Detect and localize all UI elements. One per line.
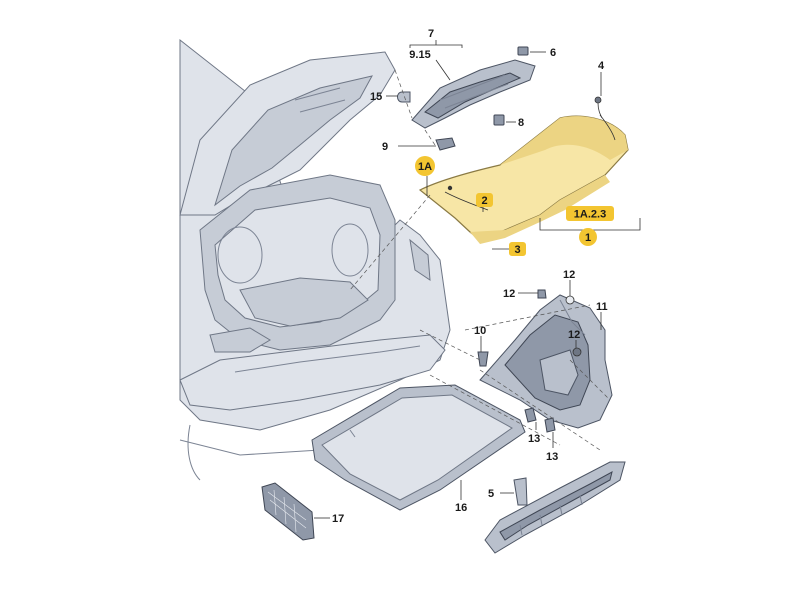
highlight-badges (415, 156, 614, 256)
label-10: 10 (474, 325, 486, 337)
label-6: 6 (550, 47, 556, 59)
label-7: 7 (428, 28, 434, 40)
label-12-top: 12 (563, 269, 575, 281)
label-3: 3 (514, 244, 520, 256)
label-12-mid: 12 (568, 329, 580, 341)
label-15: 15 (370, 91, 382, 103)
badge-3 (509, 242, 526, 256)
parcel-shelf-assembly (418, 96, 629, 244)
rear-sill-trim (484, 461, 626, 554)
badge-1 (579, 228, 597, 246)
label-8: 8 (518, 117, 524, 129)
label-1: 1 (585, 232, 591, 244)
badge-1a23 (566, 206, 614, 221)
label-13-left: 13 (528, 433, 540, 445)
label-1a23: 1A.2.3 (574, 209, 606, 221)
badge-1a (415, 156, 435, 176)
car-body (179, 38, 451, 481)
label-11: 11 (596, 301, 608, 313)
connection-lines (349, 69, 611, 451)
label-9: 9 (382, 141, 388, 153)
part-labels: 7 9.15 6 4 15 8 9 1A 2 3 1A.2.3 1 12 12 … (332, 28, 608, 525)
badge-2 (476, 193, 493, 207)
side-trim-panel (477, 289, 613, 433)
cargo-net (261, 482, 315, 541)
label-1a: 1A (418, 161, 432, 173)
label-4: 4 (598, 60, 605, 72)
label-17: 17 (332, 513, 344, 525)
label-12-left: 12 (503, 288, 515, 300)
label-5: 5 (488, 488, 494, 500)
label-13-right: 13 (546, 451, 558, 463)
upper-hinge-bracket (397, 46, 536, 151)
label-16: 16 (455, 502, 467, 514)
label-9-15: 9.15 (409, 49, 430, 61)
floor-mat (311, 384, 526, 511)
label-2: 2 (481, 195, 487, 207)
